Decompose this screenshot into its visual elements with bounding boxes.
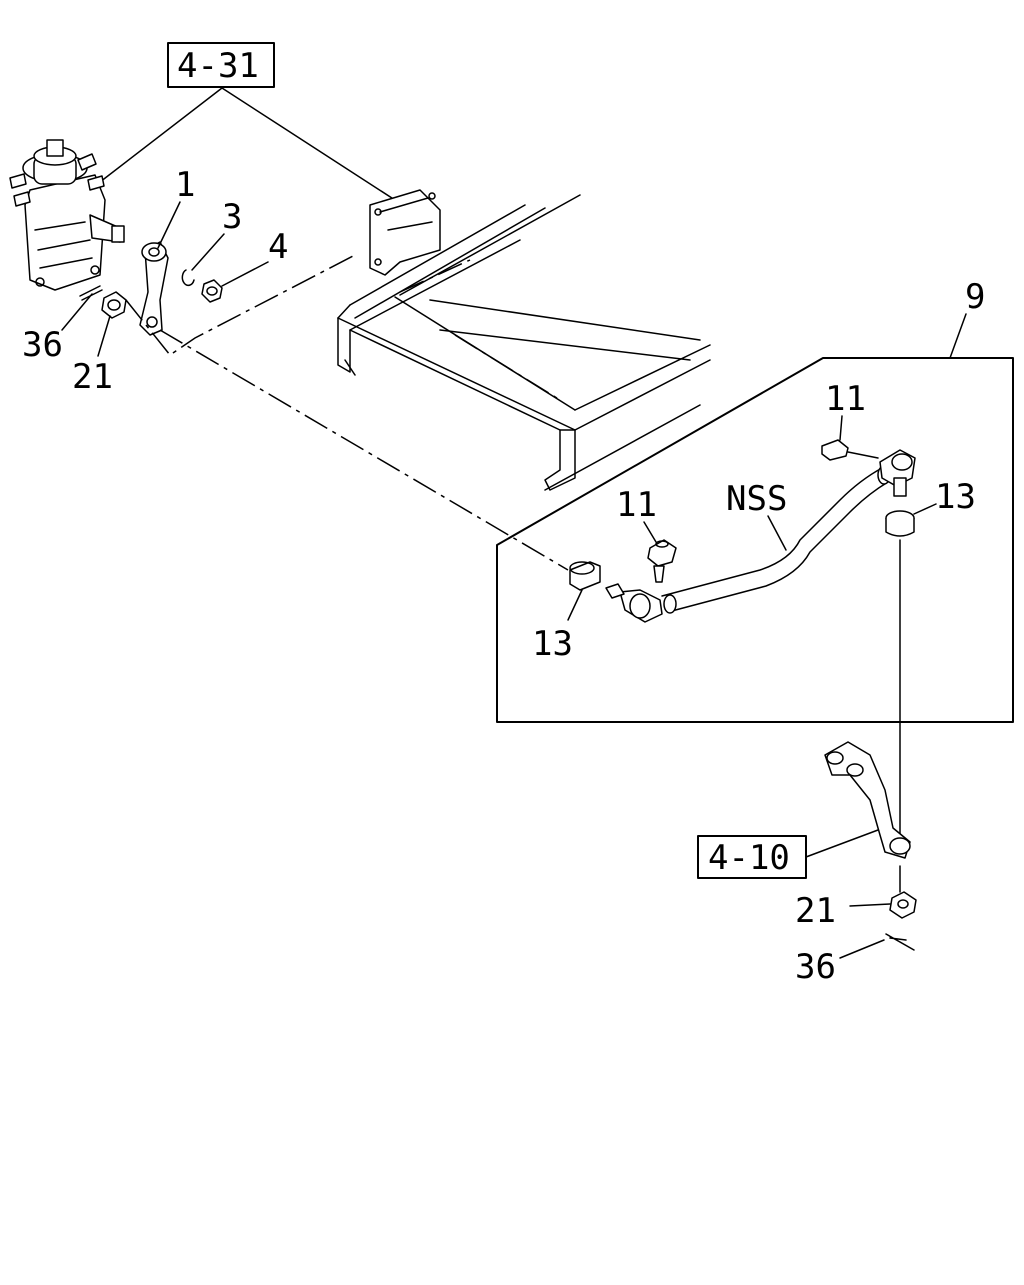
callout-1: 1 — [175, 165, 195, 205]
leader-36-right — [839, 939, 885, 959]
callout-11-left: 11 — [616, 485, 657, 525]
lock-washer — [181, 269, 195, 287]
leader-4-31-gearbox — [99, 87, 223, 183]
frame-rail — [337, 189, 711, 491]
callout-36-left: 36 — [22, 325, 63, 365]
leader-11-left — [643, 521, 657, 543]
alignment-line-drag — [159, 329, 569, 571]
callout-nss: NSS — [726, 479, 787, 519]
pitman-arm — [139, 241, 169, 336]
leader-21-left — [97, 315, 111, 357]
cotter-pin-left — [79, 285, 103, 301]
callout-3: 3 — [222, 197, 242, 237]
callout-21-right: 21 — [795, 891, 836, 931]
callout-9: 9 — [965, 277, 985, 317]
callout-36-right: 36 — [795, 947, 836, 987]
alignment-line-upper — [125, 254, 356, 357]
leader-4-10 — [805, 829, 879, 858]
drag-link-tube — [661, 465, 891, 614]
grease-fitting-right — [821, 439, 879, 461]
assembly-box-9 — [496, 357, 1014, 723]
steering-gear-box — [9, 139, 125, 291]
leader-3 — [191, 233, 225, 271]
cotter-pin-right — [885, 933, 915, 951]
callout-11-right: 11 — [825, 379, 866, 419]
callout-21-left: 21 — [72, 357, 113, 397]
callout-13-left: 13 — [532, 624, 573, 664]
callout-4: 4 — [268, 227, 288, 267]
dust-boot-right — [885, 510, 915, 537]
leader-36-left — [61, 293, 93, 331]
castle-nut-right — [889, 891, 917, 919]
tie-rod-end-right — [879, 449, 916, 497]
leader-1 — [157, 201, 181, 249]
leader-21-right — [849, 903, 891, 907]
tie-rod-end-left — [605, 583, 663, 623]
grease-fitting-left — [647, 539, 677, 583]
castle-nut-left — [101, 291, 127, 319]
leader-nss — [767, 515, 787, 551]
leader-11-right — [839, 415, 843, 441]
ref-box-4-31[interactable]: 4-31 — [167, 42, 275, 88]
knuckle-arm — [824, 741, 911, 859]
ref-box-4-10[interactable]: 4-10 — [697, 835, 807, 879]
leader-4-31-bracket — [221, 87, 396, 201]
leader-4 — [221, 261, 269, 287]
leader-13-right — [913, 503, 937, 515]
ref-label-4-10: 4-10 — [708, 838, 790, 878]
dust-boot-left — [569, 561, 601, 591]
leader-13-left — [567, 589, 583, 621]
ref-label-4-31: 4-31 — [177, 46, 259, 86]
callout-13-right: 13 — [935, 477, 976, 517]
leader-9 — [949, 313, 967, 359]
hex-nut — [201, 279, 223, 303]
